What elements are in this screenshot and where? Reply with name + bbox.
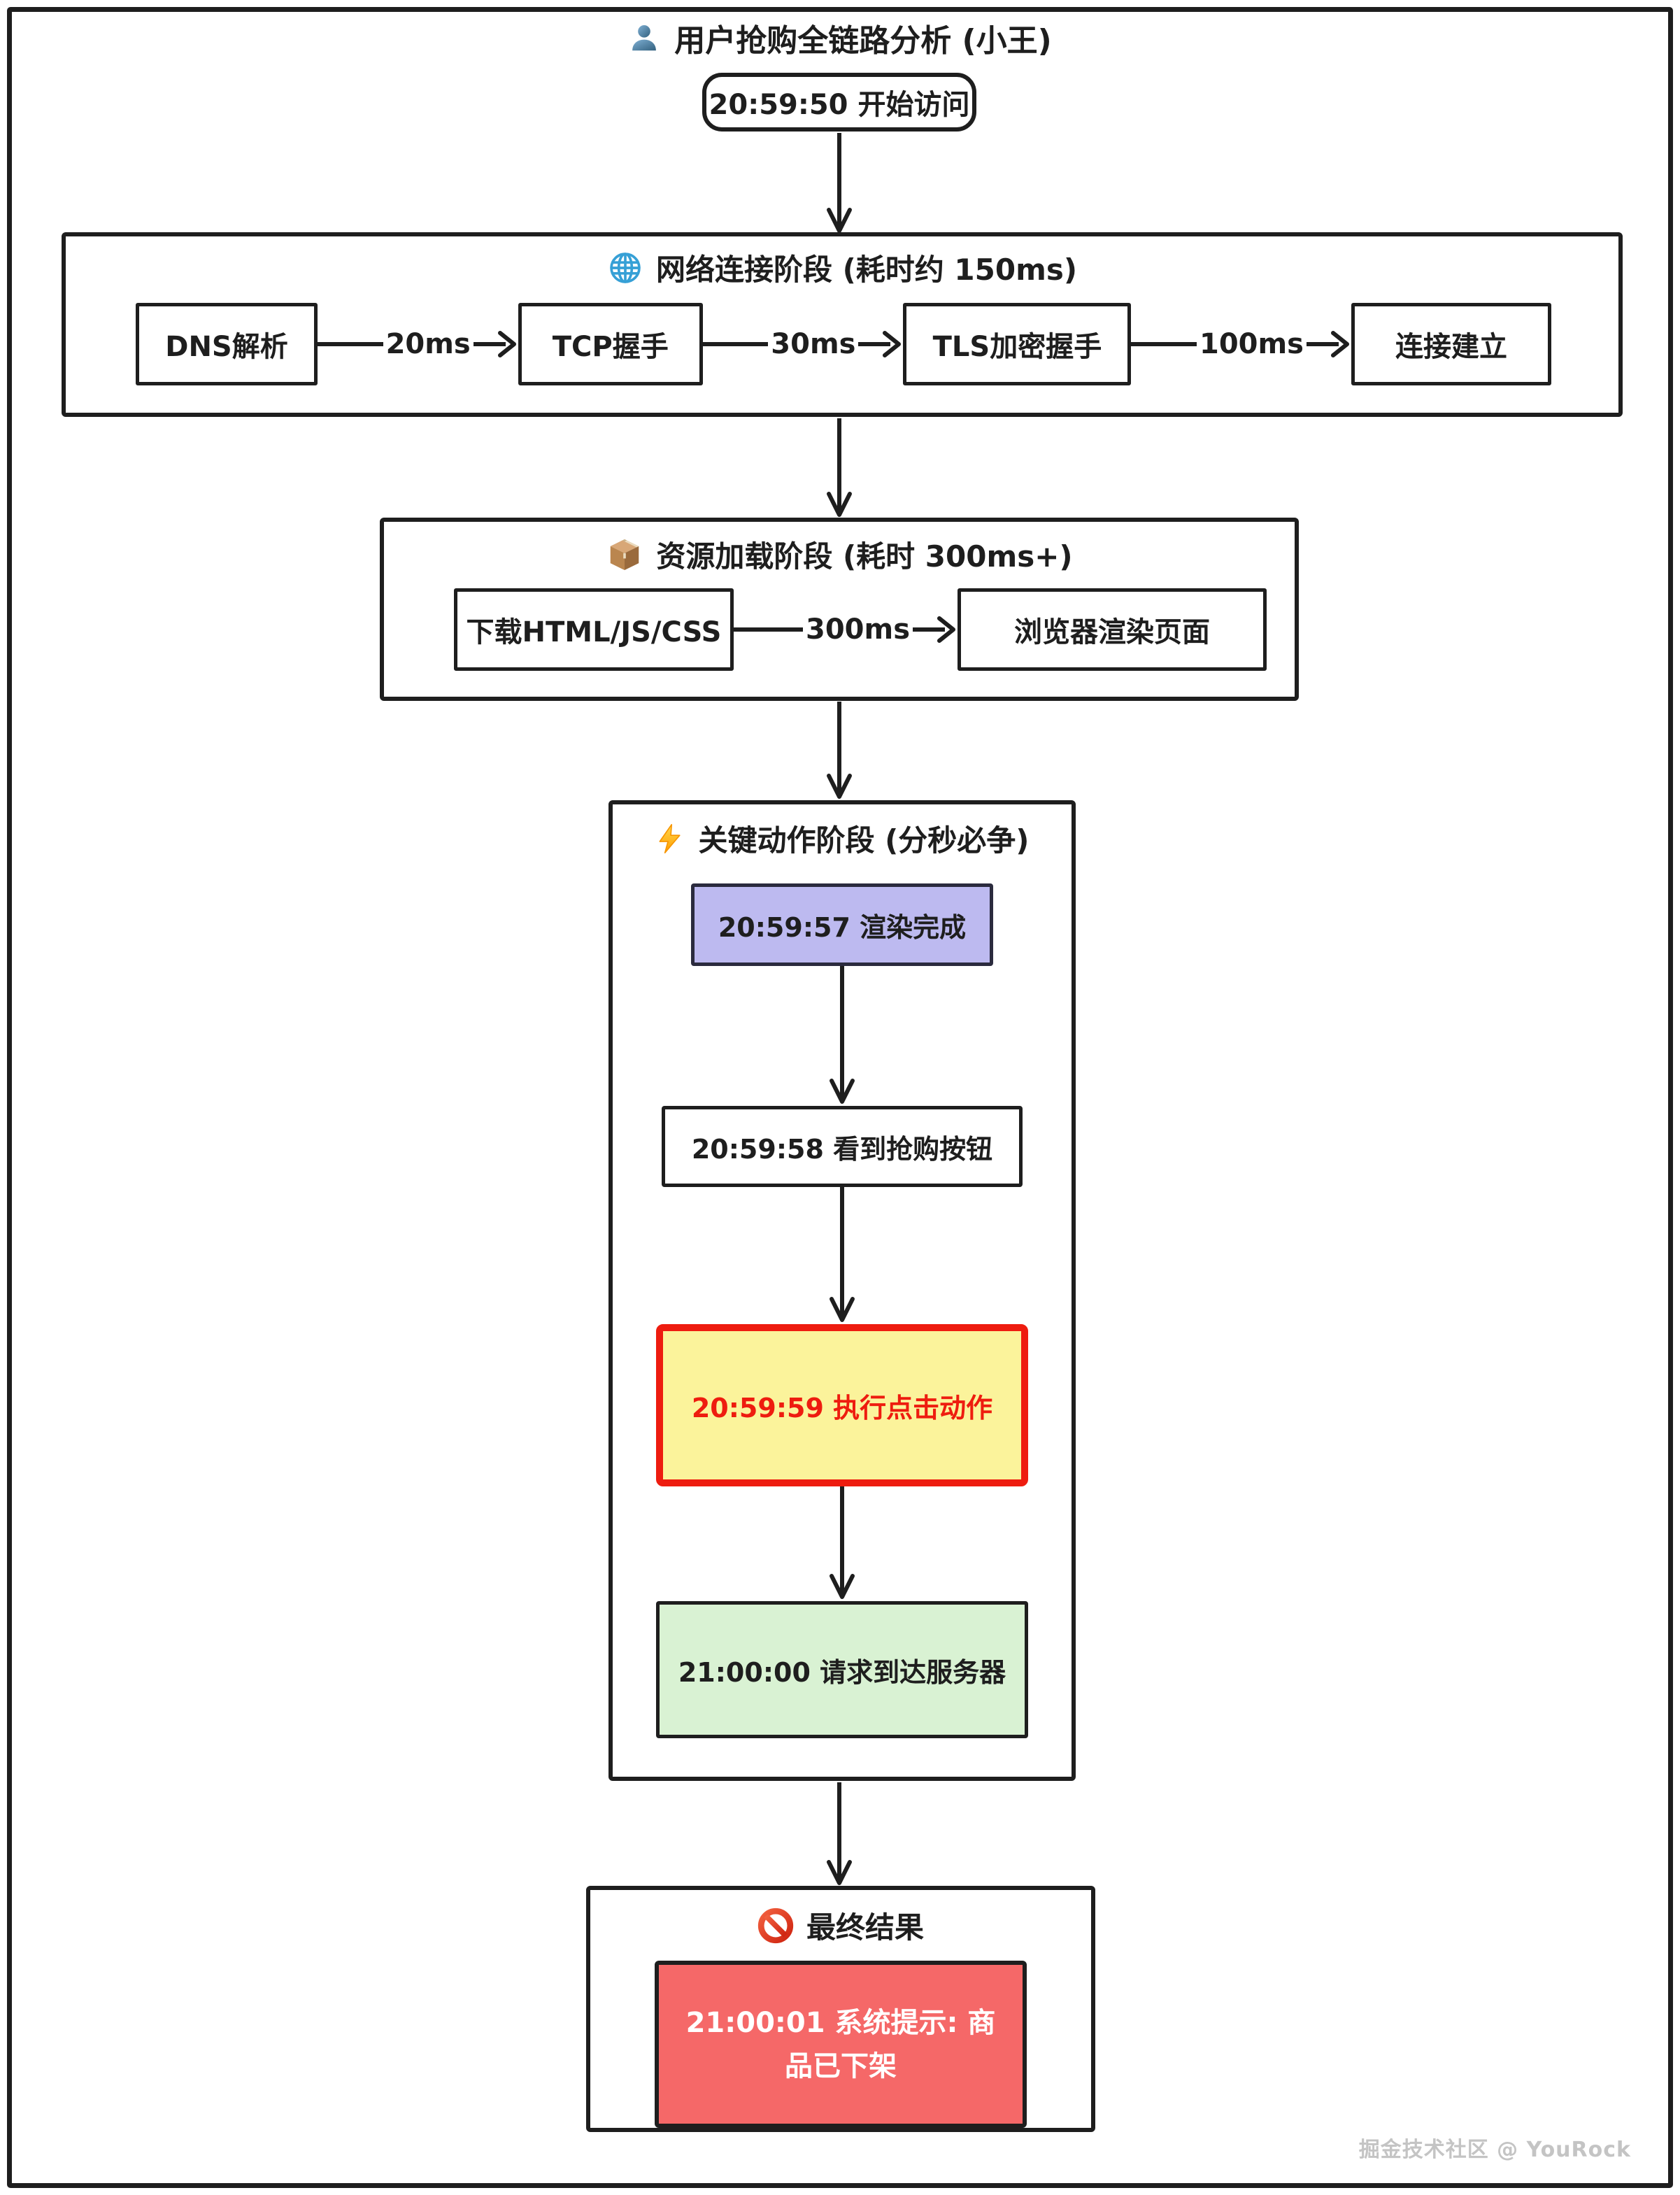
no-entry-icon (757, 1908, 794, 1944)
node-tcp-label: TCP握手 (552, 331, 669, 363)
flow-arrow-start-to-network (827, 133, 852, 233)
stage-network: 网络连接阶段 (耗时约 150ms) DNS解析 20ms TCP握手 30ms (62, 232, 1623, 417)
step-request-server-label: 21:00:00 请求到达服务器 (678, 1656, 1006, 1688)
result-node-label: 21:00:01 系统提示: 商品已下架 (685, 2006, 996, 2082)
edge-tls-established: 100ms (1131, 303, 1351, 385)
stage-result: 最终结果 21:00:01 系统提示: 商品已下架 (586, 1886, 1095, 2132)
step-click-action: 20:59:59 执行点击动作 (656, 1324, 1028, 1486)
stage-action-header: 关键动作阶段 (分秒必争) (655, 817, 1030, 860)
node-connection-established: 连接建立 (1351, 303, 1551, 385)
stage-resource: 资源加载阶段 (耗时 300ms+) 下载HTML/JS/CSS 300ms 浏… (380, 518, 1299, 701)
step-see-button-label: 20:59:58 看到抢购按钮 (691, 1133, 993, 1165)
flow-arrow-resource-to-action (827, 702, 852, 799)
step-click-action-label: 20:59:59 执行点击动作 (691, 1392, 993, 1423)
arrow-right-icon (1306, 331, 1349, 357)
start-node-label: 20:59:50 开始访问 (709, 89, 970, 121)
stage-network-header: 网络连接阶段 (耗时约 150ms) (607, 246, 1077, 289)
flow-arrow (830, 1486, 855, 1599)
step-render-complete: 20:59:57 渲染完成 (691, 883, 993, 966)
node-browser-render-label: 浏览器渲染页面 (1014, 616, 1210, 648)
node-connection-established-label: 连接建立 (1395, 331, 1507, 363)
outer-frame (7, 7, 1673, 2188)
node-dns: DNS解析 (136, 303, 318, 385)
result-node: 21:00:01 系统提示: 商品已下架 (655, 1961, 1027, 2128)
arrow-right-icon (473, 331, 516, 357)
step-render-complete-label: 20:59:57 渲染完成 (718, 911, 967, 943)
edge-label: 30ms (771, 328, 856, 360)
node-tls-label: TLS加密握手 (932, 331, 1102, 363)
stage-resource-header: 资源加载阶段 (耗时 300ms+) (606, 533, 1073, 576)
stage-network-row: DNS解析 20ms TCP握手 30ms (66, 303, 1618, 385)
node-tls: TLS加密握手 (903, 303, 1132, 385)
flow-arrow (830, 1187, 855, 1322)
node-tcp: TCP握手 (518, 303, 703, 385)
lightning-icon (655, 822, 685, 855)
watermark: 掘金技术社区 @ YouRock (1358, 2138, 1631, 2162)
edge-label: 20ms (385, 328, 471, 360)
stage-network-title: 网络连接阶段 (耗时约 150ms) (655, 253, 1078, 287)
step-see-button: 20:59:58 看到抢购按钮 (662, 1106, 1023, 1187)
flow-arrow-action-to-result (827, 1782, 852, 1885)
stage-resource-row: 下载HTML/JS/CSS 300ms 浏览器渲染页面 (384, 588, 1295, 671)
edge-download-render: 300ms (734, 588, 958, 671)
flow-arrow (830, 966, 855, 1104)
node-dns-label: DNS解析 (165, 331, 288, 363)
edge-tcp-tls: 30ms (702, 303, 904, 385)
package-icon (606, 536, 643, 574)
node-download: 下载HTML/JS/CSS (454, 588, 734, 671)
edge-label: 300ms (806, 613, 910, 646)
arrow-right-icon (913, 616, 955, 643)
stage-action-title: 关键动作阶段 (分秒必争) (698, 823, 1030, 858)
edge-label: 100ms (1200, 328, 1304, 360)
stage-action: 关键动作阶段 (分秒必争) 20:59:57 渲染完成 20:59:58 看到抢… (608, 800, 1076, 1781)
stage-result-title: 最终结果 (806, 1910, 924, 1945)
node-browser-render: 浏览器渲染页面 (958, 588, 1267, 671)
globe-icon (607, 250, 643, 286)
stage-result-header: 最终结果 (757, 1904, 924, 1947)
flow-arrow-network-to-resource (827, 418, 852, 517)
step-request-server: 21:00:00 请求到达服务器 (656, 1601, 1028, 1738)
stage-resource-title: 资源加载阶段 (耗时 300ms+) (656, 539, 1073, 574)
edge-dns-tcp: 20ms (318, 303, 518, 385)
person-icon (628, 22, 660, 54)
page-title-text: 用户抢购全链路分析 (小王) (674, 23, 1052, 59)
node-download-label: 下载HTML/JS/CSS (466, 616, 722, 648)
arrow-right-icon (858, 331, 902, 357)
page-title: 用户抢购全链路分析 (小王) (0, 15, 1680, 60)
start-node: 20:59:50 开始访问 (702, 73, 976, 132)
